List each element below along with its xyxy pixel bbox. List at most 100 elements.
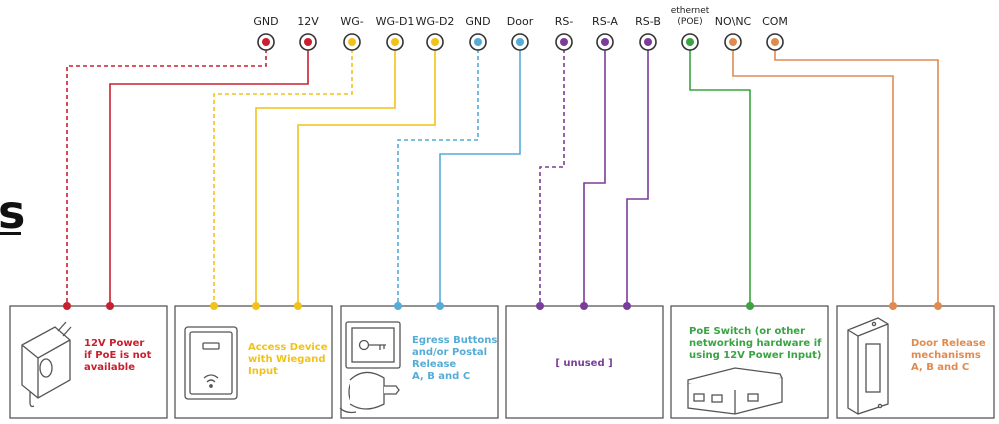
terminal-core (601, 38, 609, 46)
device-box-unused (505, 305, 664, 419)
pin-label-rs-minus: RS- (555, 15, 574, 28)
terminal-core (516, 38, 524, 46)
wire-wg-minus (213, 42, 353, 306)
terminal-wg-minus (343, 33, 361, 51)
wire-poe (689, 42, 751, 306)
key-switch-icon (339, 321, 401, 414)
pin-label-no-nc: NO\NC (715, 15, 752, 28)
terminal-core (391, 38, 399, 46)
box-dot (580, 302, 588, 310)
device-label-line: Input (248, 366, 278, 377)
terminal-com (766, 33, 784, 51)
pin-label-com: COM (762, 15, 788, 28)
box-dot (746, 302, 754, 310)
pin-label-rs-a: RS-A (592, 15, 618, 28)
box-dot (934, 302, 942, 310)
box-connection-dots (63, 302, 942, 310)
device-label-line: mechanisms (911, 350, 981, 361)
device-label-line: A, B and C (911, 362, 969, 373)
terminal-12v (299, 33, 317, 51)
side-heading-underline (0, 232, 21, 235)
pin-label-gnd-1: GND (253, 15, 278, 28)
device-boxes (9, 305, 995, 419)
wire-no-nc (732, 42, 894, 306)
terminal-core (729, 38, 737, 46)
network-switch-icon (687, 367, 783, 415)
box-dot (623, 302, 631, 310)
wire-rs-b (626, 42, 649, 306)
card-reader-icon (184, 326, 238, 400)
terminal-poe (681, 33, 699, 51)
box-dot (252, 302, 260, 310)
box-dot (294, 302, 302, 310)
terminal-core (431, 38, 439, 46)
pin-label-door: Door (507, 15, 534, 28)
wire-door (439, 42, 521, 306)
door-strike-icon (847, 317, 889, 415)
terminal-core (474, 38, 482, 46)
box-dot (889, 302, 897, 310)
terminal-no-nc (724, 33, 742, 51)
terminals (257, 33, 784, 51)
wire-gnd-2 (397, 42, 479, 306)
box-dot (210, 302, 218, 310)
pin-label-gnd-2: GND (465, 15, 490, 28)
terminal-gnd (257, 33, 275, 51)
terminal-rs-b (639, 33, 657, 51)
device-label-line: with Wiegand (248, 354, 325, 365)
pin-label-rs-b: RS-B (635, 15, 661, 28)
device-label-line: using 12V Power Input) (689, 350, 822, 361)
pin-label-wg-d2: WG-D2 (416, 15, 455, 28)
terminal-core (644, 38, 652, 46)
box-dot (536, 302, 544, 310)
terminal-door (511, 33, 529, 51)
device-label-line: [ unused ] (555, 358, 612, 369)
device-label-line: and/or Postal (412, 347, 487, 358)
terminal-gnd-2 (469, 33, 487, 51)
device-label-unused: [ unused ] (555, 358, 612, 369)
pin-labels: GND 12V WG- WG-D1 WG-D2 GND Door RS- RS-… (253, 6, 788, 28)
device-label-line: 12V Power (84, 338, 144, 349)
wire-rs-a (583, 42, 606, 306)
terminal-wg-d1 (386, 33, 404, 51)
wire-com (774, 42, 939, 306)
power-adapter-icon (21, 321, 72, 408)
terminal-core (262, 38, 270, 46)
box-dot (436, 302, 444, 310)
terminal-core (348, 38, 356, 46)
device-label-line: if PoE is not (84, 350, 152, 361)
pin-label-poe: (POE) (677, 17, 702, 27)
wire-gnd (66, 42, 267, 306)
device-label-line: Release (412, 359, 456, 370)
pin-label-wg-d1: WG-D1 (376, 15, 415, 28)
terminal-rs-a (596, 33, 614, 51)
pin-label-12v: 12V (297, 15, 319, 28)
box-dot (106, 302, 114, 310)
device-label-line: Door Release (911, 338, 986, 349)
terminal-core (560, 38, 568, 46)
device-label-line: Access Device (248, 342, 328, 353)
wire-wg-d2 (297, 42, 436, 306)
device-label-line: A, B and C (412, 371, 470, 382)
terminal-rs-minus (555, 33, 573, 51)
pin-label-wg-minus: WG- (340, 15, 363, 28)
wires (66, 42, 939, 306)
device-label-line: PoE Switch (or other (689, 326, 805, 337)
wire-wg-d1 (255, 42, 396, 306)
terminal-core (771, 38, 779, 46)
terminal-core (686, 38, 694, 46)
box-dot (394, 302, 402, 310)
wire-12v (109, 42, 309, 306)
device-label-line: Egress Buttons (412, 335, 497, 346)
side-heading-fragment: s (0, 185, 25, 239)
device-label-line: available (84, 362, 135, 373)
wire-rs-minus (539, 42, 565, 306)
device-label-line: networking hardware if (689, 338, 822, 349)
pin-label-ethernet: ethernet (671, 6, 710, 16)
